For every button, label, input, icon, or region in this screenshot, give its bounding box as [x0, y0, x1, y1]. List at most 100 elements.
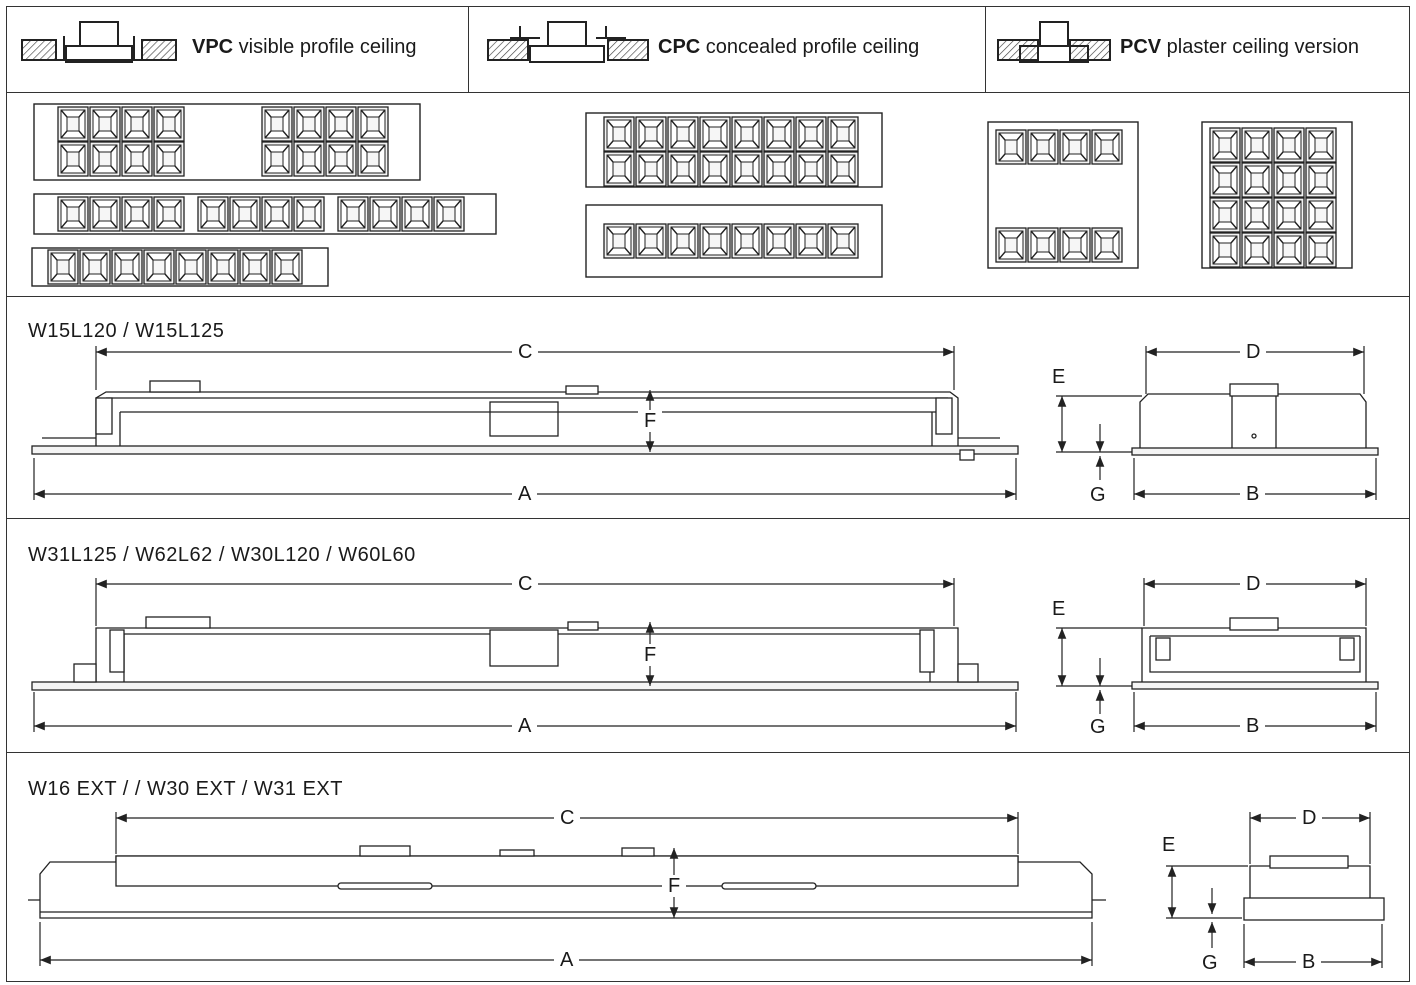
- led-cell: [1273, 127, 1305, 163]
- led-cell: [261, 141, 293, 177]
- section-1-end-view: [1131, 383, 1379, 456]
- led-cell: [57, 106, 89, 142]
- section-3-title: W16 EXT / / W30 EXT / W31 EXT: [28, 778, 343, 800]
- led-cell: [121, 141, 153, 177]
- led-cell: [699, 116, 731, 152]
- led-cell: [143, 249, 175, 285]
- legend-divider-1: [468, 6, 469, 92]
- section-3-end-view: [1243, 855, 1385, 921]
- dim-a-1: A: [512, 483, 538, 505]
- led-cell: [261, 196, 293, 232]
- divider-1: [6, 92, 1410, 93]
- led-cell: [731, 151, 763, 187]
- dim-e-3: E: [1156, 834, 1182, 856]
- dim-d-2: D: [1240, 573, 1267, 595]
- led-cell: [1305, 197, 1337, 233]
- led-cell: [763, 151, 795, 187]
- led-cell: [995, 129, 1027, 165]
- led-cell: [1059, 227, 1091, 263]
- led-cell: [121, 196, 153, 232]
- legend-cpc: CPC concealed profile ceiling: [658, 36, 920, 58]
- led-cell: [261, 106, 293, 142]
- divider-4: [6, 752, 1410, 753]
- dim-d-1: D: [1240, 341, 1267, 363]
- section-2-title: W31L125 / W62L62 / W30L120 / W60L60: [28, 544, 416, 566]
- dim-g-3: G: [1196, 952, 1224, 974]
- led-cell: [603, 223, 635, 259]
- vpc-icon: [21, 21, 177, 63]
- led-cell: [153, 196, 185, 232]
- led-cell: [325, 141, 357, 177]
- led-cell: [731, 116, 763, 152]
- led-cell: [827, 116, 859, 152]
- led-cell: [1059, 129, 1091, 165]
- led-cell: [153, 106, 185, 142]
- dim-a-3: A: [554, 949, 580, 971]
- luminaire-front-views: [31, 103, 1353, 287]
- led-cell: [111, 249, 143, 285]
- led-cell: [239, 249, 271, 285]
- led-cell: [57, 196, 89, 232]
- led-cell: [667, 151, 699, 187]
- led-cell: [795, 223, 827, 259]
- led-cell: [1209, 162, 1241, 198]
- cpc-icon: [487, 21, 649, 63]
- dim-e-1: E: [1046, 366, 1072, 388]
- led-cell: [57, 141, 89, 177]
- led-cell: [603, 116, 635, 152]
- led-cell: [175, 249, 207, 285]
- led-cell: [1027, 227, 1059, 263]
- led-cell: [1091, 227, 1123, 263]
- section-2-side-view: [31, 616, 1019, 691]
- dim-f-1: F: [638, 410, 663, 432]
- led-cell: [699, 151, 731, 187]
- led-cell: [89, 196, 121, 232]
- led-cell: [207, 249, 239, 285]
- dim-a-2: A: [512, 715, 538, 737]
- led-cell: [89, 106, 121, 142]
- led-cell: [763, 116, 795, 152]
- led-cell: [1091, 129, 1123, 165]
- dim-b-2: B: [1240, 715, 1266, 737]
- led-cell: [401, 196, 433, 232]
- dim-f-2: F: [638, 644, 663, 666]
- led-cell: [731, 223, 763, 259]
- led-cell: [369, 196, 401, 232]
- led-cell: [1209, 232, 1241, 268]
- led-cell: [635, 116, 667, 152]
- dim-c-1: C: [512, 341, 539, 363]
- section-1-side-view: [31, 380, 1019, 461]
- led-cell: [827, 223, 859, 259]
- led-cell: [47, 249, 79, 285]
- led-cell: [79, 249, 111, 285]
- led-cell: [1241, 232, 1273, 268]
- led-cell: [121, 106, 153, 142]
- legend-divider-2: [985, 6, 986, 92]
- dim-g-1: G: [1084, 484, 1112, 506]
- dim-c-3: C: [554, 807, 581, 829]
- led-cell: [197, 196, 229, 232]
- section-2-end-view: [1131, 617, 1379, 690]
- led-cell: [1241, 197, 1273, 233]
- led-cell: [667, 116, 699, 152]
- led-cell: [357, 106, 389, 142]
- led-cell: [603, 151, 635, 187]
- section-1-title: W15L120 / W15L125: [28, 320, 225, 342]
- led-cell: [795, 151, 827, 187]
- led-cell: [293, 196, 325, 232]
- dim-b-3: B: [1296, 951, 1322, 973]
- led-cell: [635, 223, 667, 259]
- led-cell: [667, 223, 699, 259]
- led-cell: [325, 106, 357, 142]
- dim-e-2: E: [1046, 598, 1072, 620]
- led-cell: [293, 141, 325, 177]
- led-cell: [1241, 162, 1273, 198]
- section-3-side-view: [28, 845, 1106, 919]
- dim-b-1: B: [1240, 483, 1266, 505]
- led-cell: [357, 141, 389, 177]
- led-cell: [1305, 127, 1337, 163]
- led-cell: [699, 223, 731, 259]
- led-cell: [763, 223, 795, 259]
- legend-pcv: PCV plaster ceiling version: [1120, 36, 1359, 58]
